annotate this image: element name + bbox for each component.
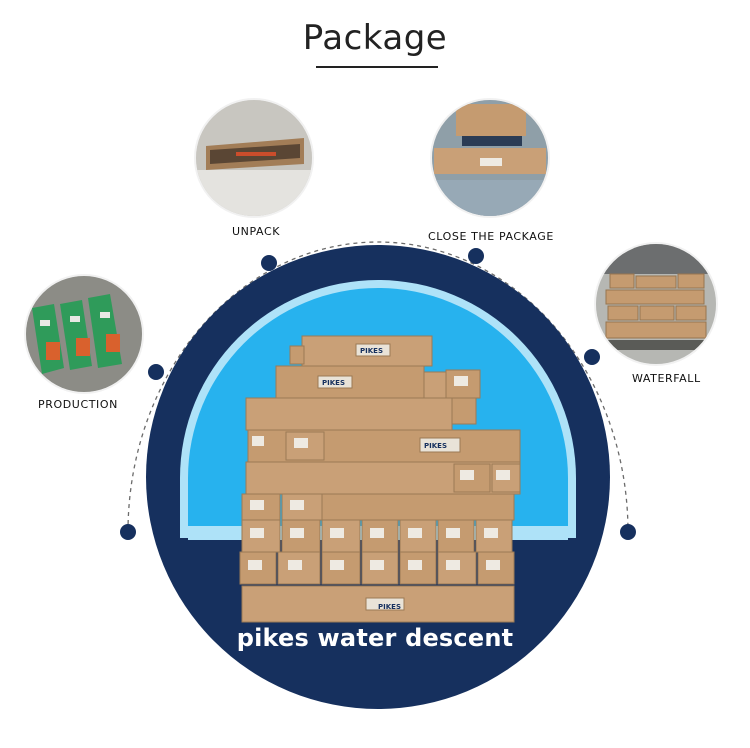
- timeline-dot: [468, 248, 484, 264]
- waterfall-label: WATERFALL: [632, 372, 701, 385]
- production-label: PRODUCTION: [38, 398, 118, 411]
- close-package-label: CLOSE THE PACKAGE: [428, 230, 554, 243]
- timeline-dot: [261, 255, 277, 271]
- unpack-label: UNPACK: [232, 225, 281, 238]
- dashed-arc: [127, 241, 629, 533]
- production-photo: [26, 276, 142, 392]
- timeline-dot: [620, 524, 636, 540]
- box-brand-mark: PIKES: [378, 603, 401, 611]
- box-stack: [239, 335, 521, 623]
- box-brand-mark: PIKES: [424, 442, 447, 450]
- page-title: Package: [302, 18, 448, 58]
- close-package-photo: [432, 100, 548, 216]
- brand-caption: pikes water descent: [236, 624, 514, 652]
- title-underline: [316, 66, 438, 68]
- unpack-photo: [196, 100, 312, 216]
- box-brand-mark: PIKES: [360, 347, 383, 355]
- timeline-dot: [148, 364, 164, 380]
- timeline-dot: [120, 524, 136, 540]
- box-brand-mark: PIKES: [322, 379, 345, 387]
- waterfall-photo: [596, 244, 716, 364]
- timeline-dot: [584, 349, 600, 365]
